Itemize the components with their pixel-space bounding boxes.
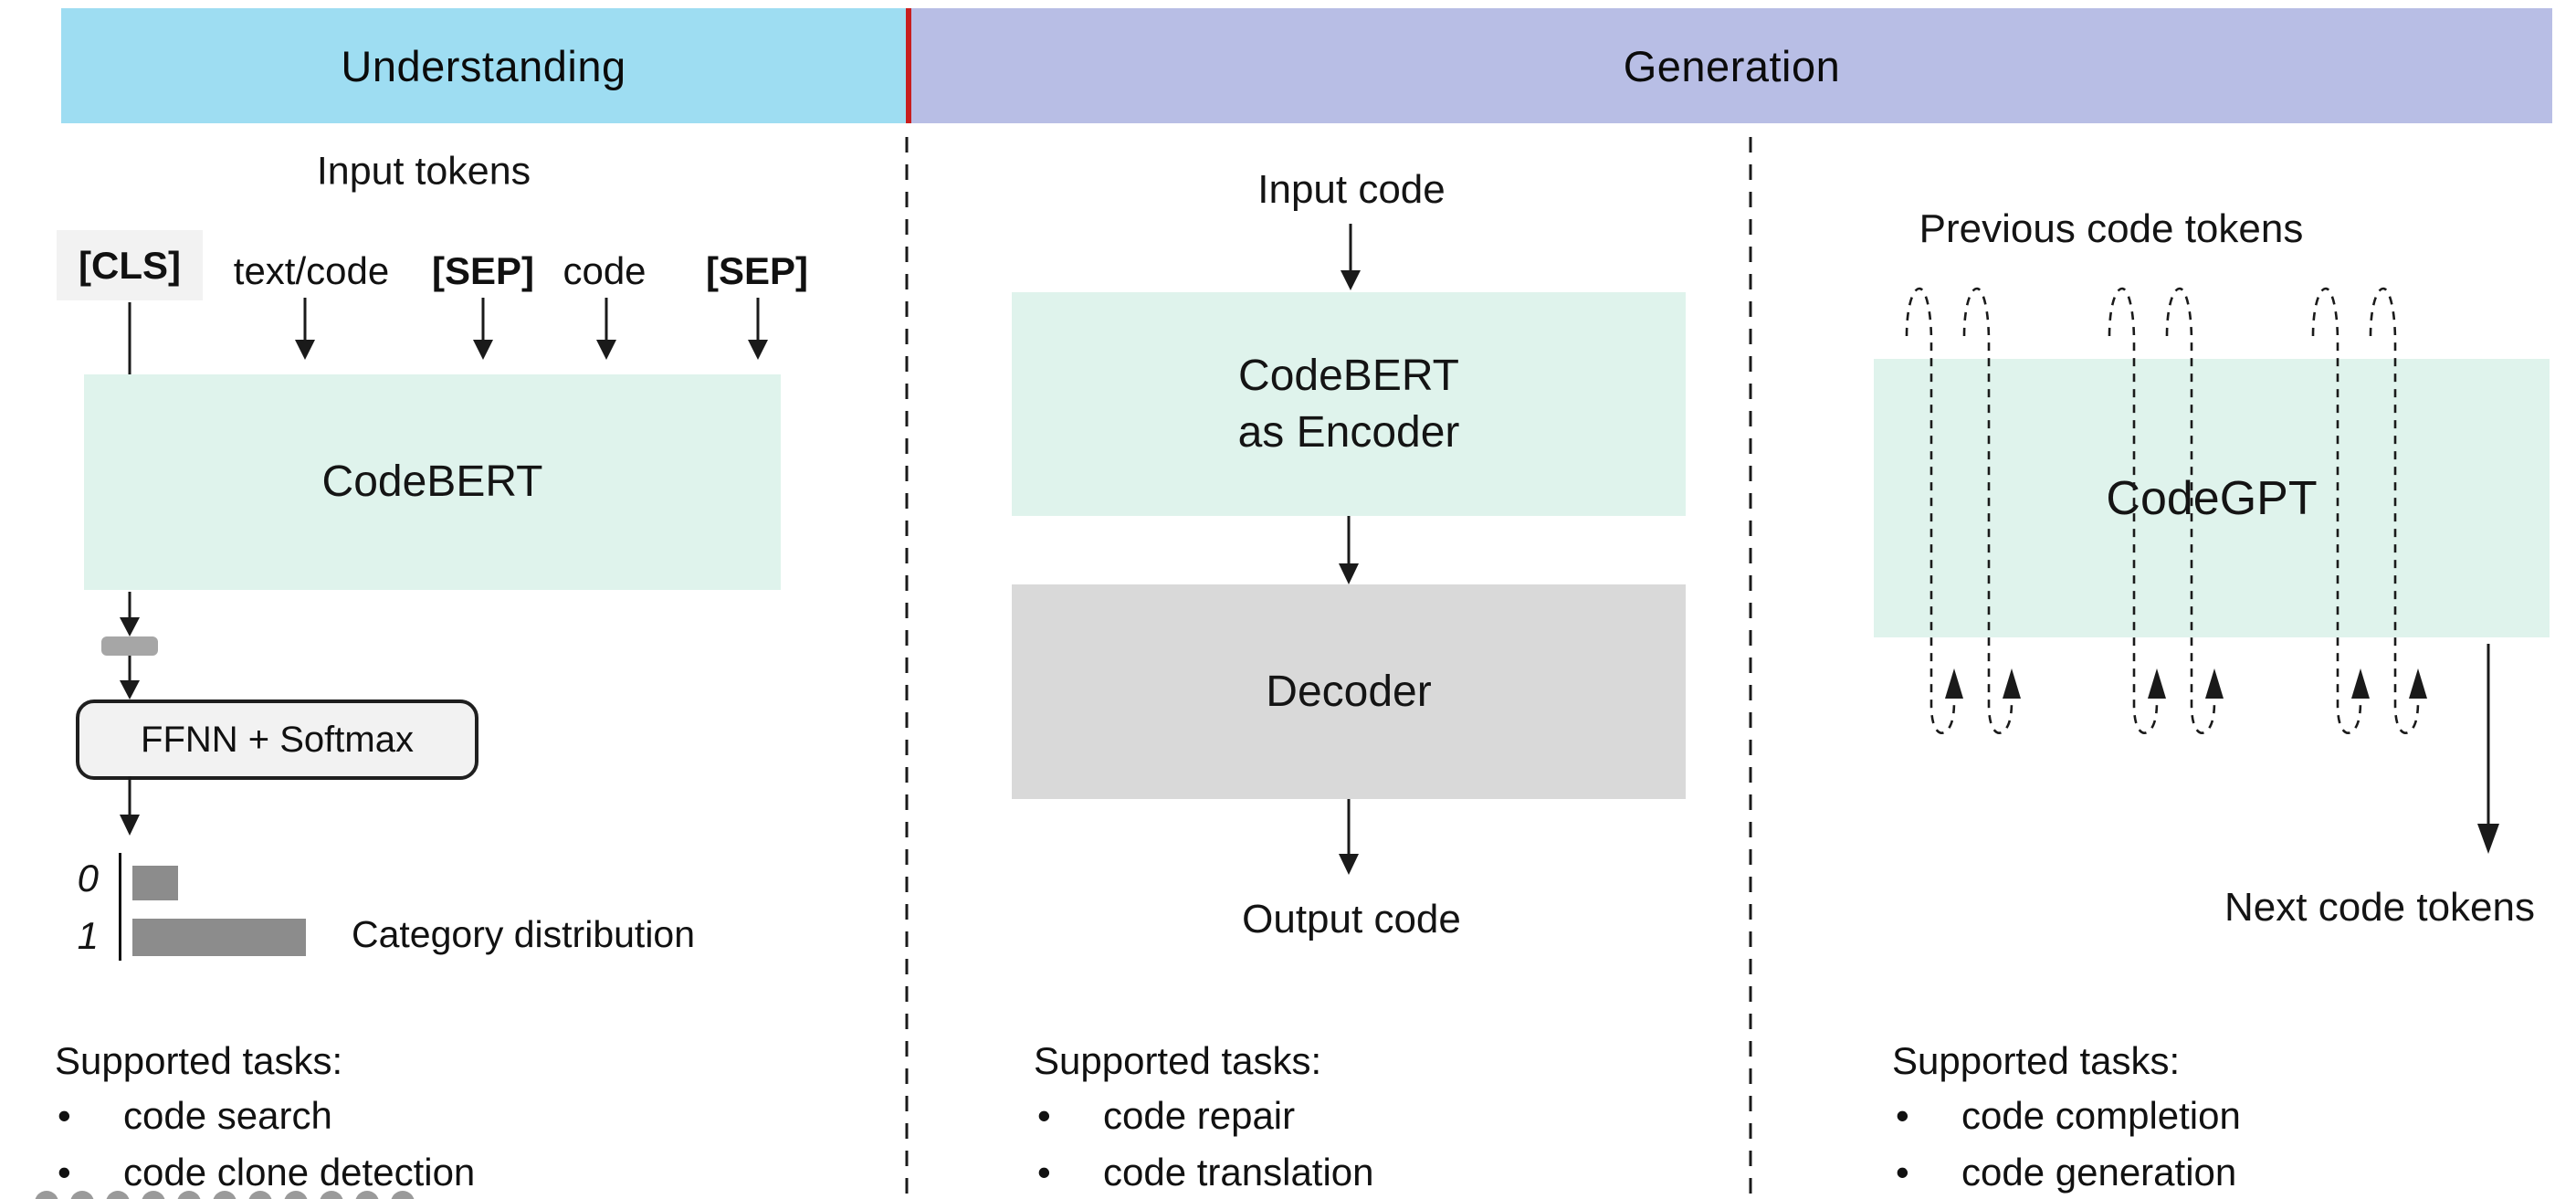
bullet-icon: • xyxy=(58,1094,71,1137)
embedding-arrowhead-icon xyxy=(120,680,140,699)
cutoff-text-row xyxy=(35,1191,464,1199)
token-text-code: text/code xyxy=(233,249,390,292)
recurrence-loop-6-icon xyxy=(2369,287,2420,734)
chart-category-1: 1 xyxy=(77,914,99,957)
middle-task-1-label: code repair xyxy=(1103,1094,1296,1137)
loop-arrowhead-2-icon xyxy=(2003,668,2021,699)
header-understanding-label: Understanding xyxy=(341,41,626,90)
recurrence-loop-1-icon xyxy=(1905,287,1956,734)
bullet-icon: • xyxy=(1037,1094,1051,1137)
chart-bar-0 xyxy=(132,866,178,900)
loop-arrowheads xyxy=(1945,668,2427,699)
token-arrowhead-2-icon xyxy=(473,340,493,360)
left-task-1: • code search xyxy=(58,1094,332,1138)
decoder-box: Decoder xyxy=(1012,584,1686,799)
token-code: code xyxy=(563,249,647,292)
arrowheads xyxy=(120,270,2499,875)
token-cls: [CLS] xyxy=(57,230,203,300)
bullet-icon: • xyxy=(58,1151,71,1194)
middle-tasks-title: Supported tasks: xyxy=(1034,1039,1322,1082)
input-tokens-label: Input tokens xyxy=(316,149,531,194)
token-sep-2: [SEP] xyxy=(705,249,809,292)
previous-code-tokens-label: Previous code tokens xyxy=(1919,206,2304,251)
loop-arrowhead-4-icon xyxy=(2205,668,2224,699)
output-code-label: Output code xyxy=(1242,897,1461,941)
recurrence-loop-4-icon xyxy=(2165,287,2216,734)
token-sep-1: [SEP] xyxy=(431,249,535,292)
right-task-1: • code completion xyxy=(1896,1094,2241,1138)
codebert-out-arrowhead-icon xyxy=(120,617,140,636)
left-task-1-label: code search xyxy=(123,1094,332,1137)
header-understanding: Understanding xyxy=(61,8,906,123)
recurrence-loop-5-icon xyxy=(2311,287,2362,734)
input-code-label: Input code xyxy=(1257,167,1446,212)
middle-task-2: • code translation xyxy=(1037,1151,1374,1194)
header-generation: Generation xyxy=(911,8,2552,123)
loop-arrowhead-1-icon xyxy=(1945,668,1963,699)
codebert-box: CodeBERT xyxy=(84,374,781,590)
middle-task-2-label: code translation xyxy=(1103,1151,1374,1194)
encoder-box-label-line1: CodeBERT xyxy=(1238,351,1459,400)
chart-axis xyxy=(119,853,121,961)
header-generation-label: Generation xyxy=(1623,41,1841,90)
codegpt-box: CodeGPT xyxy=(1874,359,2550,637)
chart-bar-1 xyxy=(132,919,306,956)
ffnn-softmax-box: FFNN + Softmax xyxy=(76,699,478,780)
right-task-1-label: code completion xyxy=(1961,1094,2241,1137)
right-task-2: • code generation xyxy=(1896,1151,2236,1194)
token-arrowhead-1-icon xyxy=(295,340,315,360)
recurrence-loop-3-icon xyxy=(2108,287,2159,734)
codebert-encoder-box: CodeBERT as Encoder xyxy=(1012,292,1686,516)
encoder-decoder-arrowhead-icon xyxy=(1339,563,1359,584)
encoder-box-label-line2: as Encoder xyxy=(1237,407,1460,457)
bullet-icon: • xyxy=(1896,1094,1909,1137)
codegpt-box-label: CodeGPT xyxy=(2106,471,2318,525)
header-red-divider xyxy=(906,8,911,123)
bullet-icon: • xyxy=(1037,1151,1051,1194)
loop-arrowhead-5-icon xyxy=(2351,668,2370,699)
loop-arrowhead-3-icon xyxy=(2148,668,2166,699)
loop-arrowhead-6-icon xyxy=(2409,668,2427,699)
decoder-box-label: Decoder xyxy=(1266,667,1432,716)
recurrence-loop-2-icon xyxy=(1962,287,2013,734)
recurrence-loops xyxy=(1905,287,2420,734)
right-tasks-title: Supported tasks: xyxy=(1892,1039,2181,1082)
next-tokens-arrowhead-icon xyxy=(2477,824,2499,854)
chart-caption: Category distribution xyxy=(352,913,696,955)
left-tasks-title: Supported tasks: xyxy=(55,1039,343,1082)
codebert-box-label: CodeBERT xyxy=(321,458,543,506)
chart-category-0: 0 xyxy=(77,857,99,899)
next-code-tokens-label: Next code tokens xyxy=(2224,885,2535,930)
ffnn-softmax-label: FFNN + Softmax xyxy=(141,719,414,760)
left-task-2: • code clone detection xyxy=(58,1151,475,1194)
ffnn-out-arrowhead-icon xyxy=(120,815,140,836)
input-code-arrowhead-icon xyxy=(1341,270,1361,290)
left-task-2-label: code clone detection xyxy=(123,1151,476,1194)
token-arrowhead-3-icon xyxy=(596,340,616,360)
cls-embedding-bar xyxy=(101,636,158,656)
decoder-out-arrowhead-icon xyxy=(1339,854,1359,875)
right-task-2-label: code generation xyxy=(1961,1151,2237,1194)
token-arrowhead-4-icon xyxy=(748,340,768,360)
bullet-icon: • xyxy=(1896,1151,1909,1194)
middle-task-1: • code repair xyxy=(1037,1094,1295,1138)
